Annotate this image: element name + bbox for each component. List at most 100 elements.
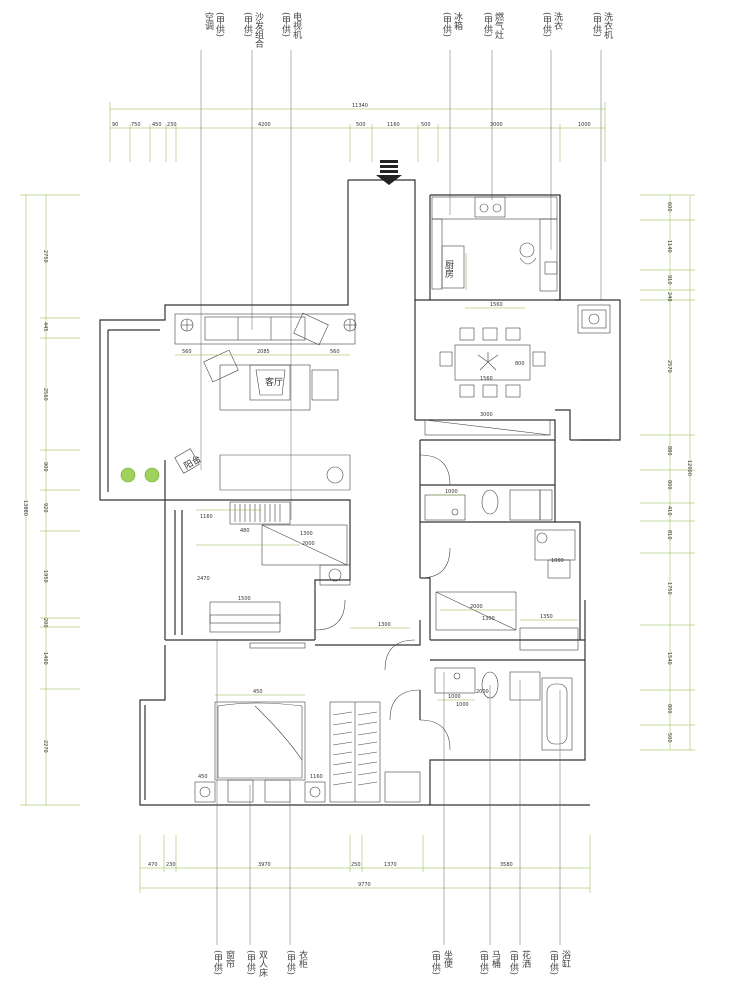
callout-aircon: 空调 xyxy=(203,11,214,31)
dim-inner-16: 1300 xyxy=(482,616,495,622)
callout-curtain: 窗帘 xyxy=(224,949,235,969)
dim-left-1: 445 xyxy=(42,322,48,332)
dim-bottom-total: 9770 xyxy=(358,882,371,888)
dim-top-2: 450 xyxy=(152,122,162,128)
dim-left-6: 200 xyxy=(42,618,48,628)
dim-inner-23: 1160 xyxy=(310,774,323,780)
dim-right-1: 1140 xyxy=(666,240,672,253)
shower-icon xyxy=(509,671,541,701)
dining-table xyxy=(454,344,531,381)
dim-inner-20: 1000 xyxy=(456,702,469,708)
callout-stove-note: (甲供) xyxy=(482,12,493,37)
bathroom-2: 1000 2000 1000 xyxy=(434,667,573,751)
callout-bed: 双人床 xyxy=(257,950,268,978)
stove-icon xyxy=(474,196,506,218)
callout-sofa-note: (甲供) xyxy=(242,12,253,37)
dim-right-total: 12000 xyxy=(686,460,692,476)
bathroom-1: 1000 xyxy=(424,489,553,521)
dim-inner-1: 2085 xyxy=(257,349,270,355)
dim-right-10: 1540 xyxy=(666,652,672,665)
dim-inner-5: 1560 xyxy=(480,376,493,382)
dim-top-3: 230 xyxy=(167,122,177,128)
callout-tv-note: (甲供) xyxy=(280,12,291,37)
dim-top-1: 750 xyxy=(131,122,141,128)
dim-inner-14: 2470 xyxy=(197,576,210,582)
top-callouts: 空调 (甲供) 沙发组合 (甲供) 电视机 (甲供) 冰箱 (甲供) 燃气灶 (… xyxy=(203,11,613,49)
callout-toilet: 马桶 xyxy=(490,950,501,969)
callout-tv: 电视机 xyxy=(291,11,302,40)
dim-top-5: 500 xyxy=(356,122,366,128)
callout-fridge: 冰箱 xyxy=(452,11,463,31)
dim-right-9: 1750 xyxy=(666,582,672,595)
dim-top-8: 3000 xyxy=(490,122,503,128)
callout-bed-note: (甲供) xyxy=(245,950,256,975)
dim-right-5: 880 xyxy=(666,446,672,456)
dim-inner-21: 450 xyxy=(253,689,263,695)
bottom-callouts: (甲供) 窗帘 (甲供) 双人床 (甲供) 衣柜 (甲供) 坐便 (甲供) 马桶… xyxy=(212,949,571,978)
aircon-icon xyxy=(326,466,344,484)
bottom-leader-lines xyxy=(216,640,561,945)
kitchen: 厨房 xyxy=(431,196,558,292)
bedroom-1: 1160 480 1300 2000 1500 2470 xyxy=(196,501,351,633)
dim-bottom-0: 470 xyxy=(148,862,158,868)
dim-left-2: 2560 xyxy=(42,388,48,401)
right-dimensions: 12000 600 1140 910 240 2570 880 800 410 … xyxy=(640,194,695,751)
doors xyxy=(314,454,451,751)
top-dimensions: 11340 90 750 450 230 4200 500 1160 500 3… xyxy=(109,102,606,162)
dim-inner-9: 1160 xyxy=(200,514,213,520)
dim-inner-17: 1350 xyxy=(540,614,553,620)
bathtub-icon xyxy=(541,677,573,751)
dim-top-total: 11340 xyxy=(352,103,368,109)
dim-right-8: 810 xyxy=(666,530,672,540)
callout-washer-a-note: (甲供) xyxy=(541,12,552,37)
plant-icon xyxy=(477,352,499,371)
callout-wardrobe-note: (甲供) xyxy=(285,950,296,975)
toilet-icon xyxy=(481,489,499,515)
callout-curtain-note: (甲供) xyxy=(212,950,223,975)
left-dimensions: 13880 2750 445 2560 900 920 1950 200 140… xyxy=(20,194,80,806)
callout-stove: 燃气灶 xyxy=(493,11,504,40)
balcony: 阳台 xyxy=(120,448,344,484)
dim-inner-11: 1300 xyxy=(300,531,313,537)
dim-right-6: 800 xyxy=(666,480,672,490)
dim-left-0: 2750 xyxy=(42,250,48,263)
dim-inner-18: 1000 xyxy=(448,694,461,700)
dim-bottom-2: 3970 xyxy=(258,862,271,868)
dim-inner-4: 800 xyxy=(515,361,525,367)
bedroom-2: 450 450 1160 xyxy=(194,642,421,803)
callout-toilet-a-note: (甲供) xyxy=(430,950,441,975)
callout-washer: 洗衣机 xyxy=(602,11,613,40)
dim-inner-19: 2000 xyxy=(476,689,489,695)
callout-washer-a: 洗衣 xyxy=(552,11,563,31)
callout-fridge-note: (甲供) xyxy=(441,12,452,37)
walls xyxy=(99,179,621,806)
dim-right-4: 2570 xyxy=(666,360,672,373)
dim-inner-15: 2000 xyxy=(470,604,483,610)
dim-right-7: 410 xyxy=(666,506,672,516)
dim-inner-2: 560 xyxy=(330,349,340,355)
callout-shower-note: (甲供) xyxy=(508,950,519,975)
callout-bathtub-note: (甲供) xyxy=(548,950,559,975)
sofa-icon xyxy=(204,316,306,341)
dim-right-12: 500 xyxy=(666,733,672,743)
washer-icon xyxy=(581,309,607,329)
dim-top-4: 4200 xyxy=(258,122,271,128)
laundry xyxy=(577,304,611,334)
callout-bathtub: 浴缸 xyxy=(560,950,571,968)
dim-inner-10: 480 xyxy=(240,528,250,534)
dim-top-9: 1000 xyxy=(578,122,591,128)
callout-wardrobe: 衣柜 xyxy=(297,949,308,969)
hall-closet: 1000 2000 1300 1350 xyxy=(435,529,579,651)
kitchen-label: 厨房 xyxy=(443,260,454,279)
dim-left-3: 900 xyxy=(42,462,48,472)
dim-right-0: 600 xyxy=(666,202,672,212)
callout-shower: 花洒 xyxy=(520,949,531,969)
double-bed-icon xyxy=(214,701,306,781)
living-label: 客厅 xyxy=(265,376,283,388)
callout-washer-note: (甲供) xyxy=(591,12,602,37)
dim-top-6: 1160 xyxy=(387,122,400,128)
callout-toilet-a: 坐便 xyxy=(442,950,453,969)
dim-inner-6: 3000 xyxy=(480,412,493,418)
callout-aircon-note: (甲供) xyxy=(214,12,225,37)
shower-icon xyxy=(509,489,541,521)
